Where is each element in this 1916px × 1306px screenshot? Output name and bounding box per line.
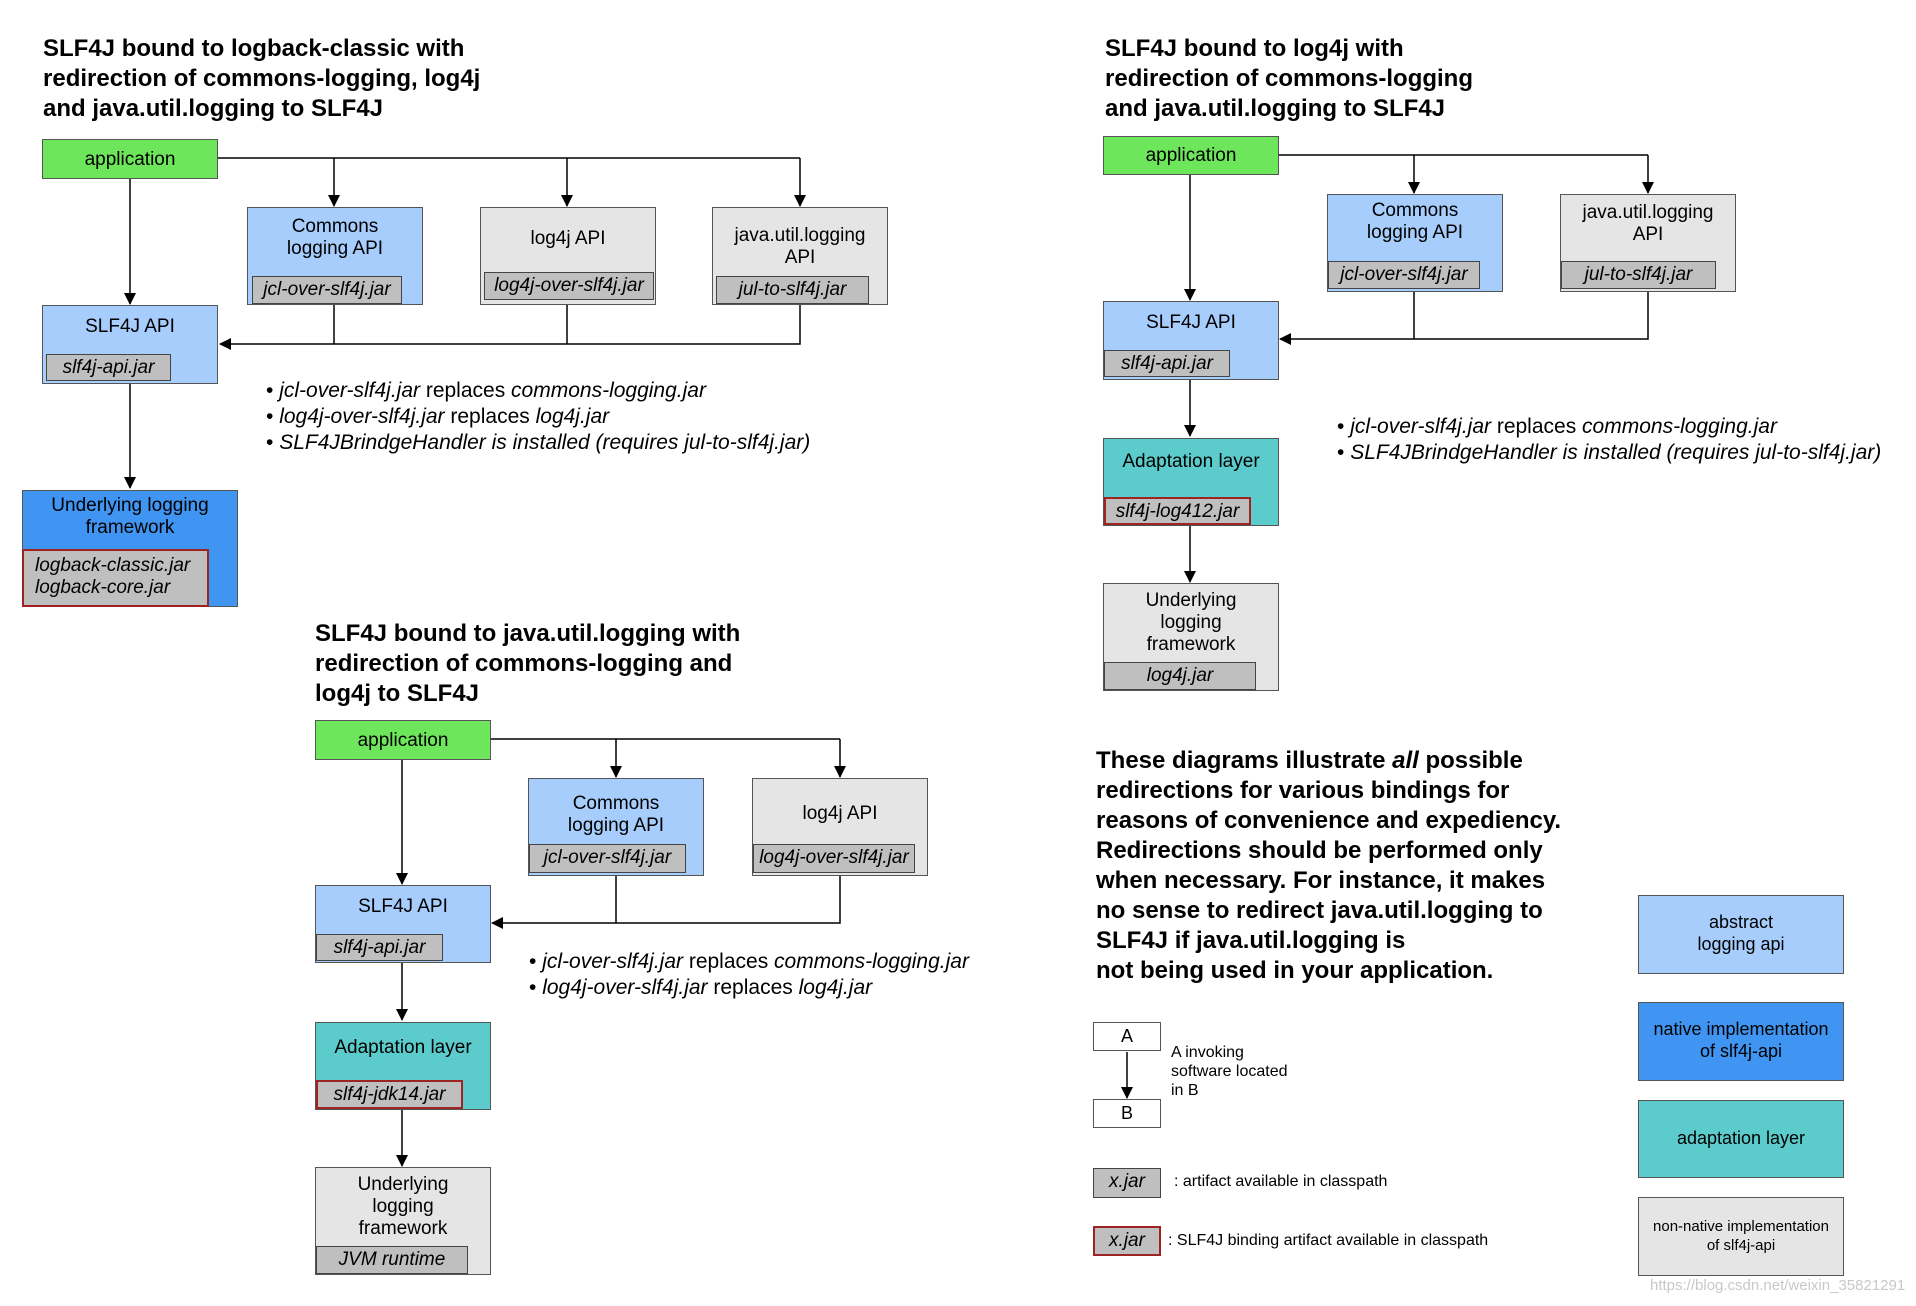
- d1-jcl-over-slf4j-jar: jcl-over-slf4j.jar: [252, 276, 402, 304]
- d2-underlying-framework-box: Underlying logging framework log4j.jar: [1103, 583, 1279, 691]
- d2-slf4j-api-label: SLF4J API: [1146, 312, 1236, 333]
- legend-non-native-impl-label: non-native implementation of slf4j-api: [1653, 1218, 1829, 1254]
- d1-slf4j-api-jar: slf4j-api.jar: [46, 354, 171, 381]
- d3-notes: jcl-over-slf4j.jar replaces commons-logg…: [529, 949, 969, 1001]
- edge-d2-jul-return: [1279, 292, 1649, 345]
- legend-binding-sample: x.jar: [1093, 1226, 1161, 1256]
- d1-logback-jars: logback-classic.jar logback-core.jar: [22, 549, 209, 607]
- d2-note-1: jcl-over-slf4j.jar replaces commons-logg…: [1337, 414, 1881, 440]
- d2-slf4j-api-jar: slf4j-api.jar: [1104, 350, 1230, 377]
- d3-log4j-api-box: log4j API log4j-over-slf4j.jar: [752, 778, 928, 876]
- d2-jul-api-label: java.util.logging API: [1582, 202, 1714, 245]
- d3-slf4j-jdk14-jar: slf4j-jdk14.jar: [316, 1080, 463, 1109]
- d1-application-box: application: [42, 139, 218, 179]
- d2-application-box: application: [1103, 136, 1279, 175]
- d2-slf4j-api-box: SLF4J API slf4j-api.jar: [1103, 301, 1279, 380]
- edge-d3-log4j-return: [491, 876, 841, 929]
- d1-jul-to-slf4j-jar: jul-to-slf4j.jar: [716, 276, 869, 304]
- d2-application-label: application: [1145, 145, 1237, 166]
- d3-log4j-api-label: log4j API: [802, 803, 878, 824]
- d3-jvm-runtime-jar: JVM runtime: [316, 1246, 468, 1274]
- d2-note-2: SLF4JBrindgeHandler is installed (requir…: [1337, 440, 1881, 466]
- d1-jul-api-box: java.util.logging API jul-to-slf4j.jar: [712, 207, 888, 305]
- d1-log4j-api-box: log4j API log4j-over-slf4j.jar: [480, 207, 656, 305]
- d2-jcl-over-slf4j-jar: jcl-over-slf4j.jar: [1328, 261, 1480, 289]
- d2-log4j-jar: log4j.jar: [1104, 662, 1256, 690]
- d1-note-3: SLF4JBrindgeHandler is installed (requir…: [266, 430, 810, 456]
- d2-adaptation-layer-label: Adaptation layer: [1122, 451, 1260, 472]
- d3-slf4j-api-label: SLF4J API: [358, 896, 448, 917]
- legend-binding-desc: : SLF4J binding artifact available in cl…: [1168, 1232, 1489, 1249]
- d2-adaptation-layer-box: Adaptation layer slf4j-log412.jar: [1103, 438, 1279, 526]
- d1-log4j-api-label: log4j API: [530, 228, 606, 249]
- d2-jul-to-slf4j-jar: jul-to-slf4j.jar: [1561, 261, 1716, 289]
- legend-box-a-label: A: [1120, 1026, 1133, 1046]
- diagram1-title: SLF4J bound to logback-classic with redi…: [43, 35, 481, 122]
- d2-underlying-framework-label: Underlying logging framework: [1145, 590, 1237, 655]
- d2-notes: jcl-over-slf4j.jar replaces commons-logg…: [1337, 414, 1881, 466]
- d3-note-2: log4j-over-slf4j.jar replaces log4j.jar: [529, 975, 969, 1001]
- d1-notes: jcl-over-slf4j.jar replaces commons-logg…: [266, 378, 810, 456]
- d3-note-1: jcl-over-slf4j.jar replaces commons-logg…: [529, 949, 969, 975]
- d3-jcl-over-slf4j-jar: jcl-over-slf4j.jar: [529, 844, 686, 873]
- d3-log4j-over-slf4j-jar: log4j-over-slf4j.jar: [753, 844, 915, 873]
- legend-native-impl: native implementation of slf4j-api: [1638, 1002, 1844, 1081]
- d3-underlying-framework-box: Underlying logging framework JVM runtime: [315, 1167, 491, 1275]
- d1-commons-logging-api-label: Commons logging API: [286, 216, 384, 259]
- d1-log4j-over-slf4j-jar: log4j-over-slf4j.jar: [484, 272, 654, 300]
- d2-jul-api-box: java.util.logging API jul-to-slf4j.jar: [1560, 194, 1736, 292]
- d1-commons-logging-api-box: Commons logging API jcl-over-slf4j.jar: [247, 207, 423, 305]
- legend-box-b: B: [1093, 1099, 1161, 1128]
- legend-adaptation-layer-label: adaptation layer: [1676, 1128, 1806, 1148]
- diagram2-title: SLF4J bound to log4j with redirection of…: [1105, 35, 1474, 122]
- d1-slf4j-api-label: SLF4J API: [85, 316, 175, 337]
- d2-slf4j-log412-jar: slf4j-log412.jar: [1104, 497, 1251, 525]
- d3-slf4j-api-box: SLF4J API slf4j-api.jar: [315, 885, 491, 963]
- d1-jul-api-label: java.util.logging API: [734, 225, 866, 268]
- watermark: https://blog.csdn.net/weixin_35821291: [1650, 1277, 1906, 1294]
- edge-d1-jul-return: [219, 305, 801, 350]
- d3-slf4j-api-jar: slf4j-api.jar: [316, 934, 443, 961]
- legend-box-a: A: [1093, 1022, 1161, 1051]
- d1-slf4j-api-box: SLF4J API slf4j-api.jar: [42, 305, 218, 384]
- legend-native-impl-label: native implementation of slf4j-api: [1653, 1019, 1829, 1061]
- d1-application-label: application: [84, 149, 176, 170]
- legend-jar-sample: x.jar: [1093, 1168, 1161, 1198]
- legend-invoking-text: A invoking software located in B: [1171, 1044, 1288, 1099]
- d1-note-2: log4j-over-slf4j.jar replaces log4j.jar: [266, 404, 810, 430]
- legend-jar-desc: : artifact available in classpath: [1174, 1173, 1388, 1190]
- d2-commons-logging-api-box: Commons logging API jcl-over-slf4j.jar: [1327, 194, 1503, 292]
- legend-box-b-label: B: [1120, 1103, 1133, 1123]
- d1-underlying-framework-box: Underlying logging framework logback-cla…: [22, 490, 238, 607]
- explanatory-note: These diagrams illustrate all possible r…: [1096, 747, 1562, 984]
- d3-application-label: application: [357, 730, 449, 751]
- d3-underlying-framework-label: Underlying logging framework: [357, 1174, 449, 1239]
- d3-adaptation-layer-label: Adaptation layer: [334, 1037, 472, 1058]
- d1-note-1: jcl-over-slf4j.jar replaces commons-logg…: [266, 378, 810, 404]
- legend-abstract-api: abstract logging api: [1638, 895, 1844, 974]
- d1-underlying-framework-label: Underlying logging framework: [51, 495, 209, 538]
- d3-application-box: application: [315, 720, 491, 760]
- legend-non-native-impl: non-native implementation of slf4j-api: [1638, 1197, 1844, 1276]
- diagram3-title: SLF4J bound to java.util.logging with re…: [315, 620, 741, 707]
- legend-adaptation-layer: adaptation layer: [1638, 1100, 1844, 1178]
- d3-commons-logging-api-label: Commons logging API: [567, 793, 665, 836]
- d3-adaptation-layer-box: Adaptation layer slf4j-jdk14.jar: [315, 1022, 491, 1110]
- legend-abstract-api-label: abstract logging api: [1697, 912, 1785, 954]
- d3-commons-logging-api-box: Commons logging API jcl-over-slf4j.jar: [528, 778, 704, 876]
- d2-commons-logging-api-label: Commons logging API: [1366, 200, 1464, 243]
